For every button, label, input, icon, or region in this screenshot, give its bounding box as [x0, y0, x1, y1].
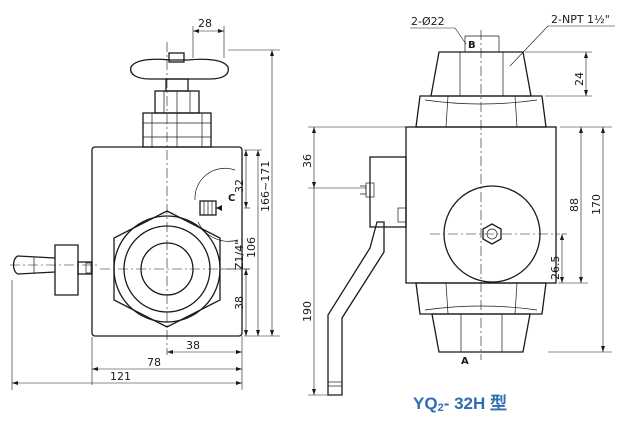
dim-32: 32 [233, 179, 246, 193]
port-a-label: A [461, 356, 469, 367]
dim-24: 24 [573, 72, 586, 86]
lever-arm [327, 221, 385, 396]
dim-88: 88 [568, 198, 581, 212]
thread-z14: Z1/4" [233, 240, 246, 270]
front-dimensions: 28 166~171 106 32 C Z1/4" 38 38 [11, 17, 280, 390]
handwheel [130, 58, 230, 80]
dim-26-5: 26.5 [549, 256, 562, 281]
dim-121: 121 [110, 370, 131, 383]
port-c-fitting [199, 200, 222, 216]
dim-36: 36 [301, 154, 314, 168]
model-title: YQ2- 32H 型 [413, 389, 507, 414]
dim-166-171: 166~171 [259, 161, 272, 212]
side-view [327, 30, 560, 396]
bottom-nut [431, 313, 531, 353]
lever-mount [369, 156, 407, 228]
bolt-holes-label: 2-Ø22 [411, 15, 445, 28]
side-lever [12, 244, 93, 296]
front-view [10, 42, 250, 355]
lower-hex [415, 282, 547, 315]
plug-hex-screw [482, 223, 502, 245]
port-c-label: C [228, 193, 235, 204]
dim-78: 78 [147, 356, 161, 369]
dim-190: 190 [301, 301, 314, 322]
valve-stem [165, 78, 189, 92]
side-dimensions: 2-Ø22 B 2-NPT 1½" 24 170 88 26.5 [301, 13, 615, 396]
handwheel-cap [168, 52, 185, 63]
port-b-label: B [468, 40, 476, 51]
dim-28-top: 28 [198, 17, 212, 30]
dim-106: 106 [245, 237, 258, 258]
dim-38-horizontal: 38 [186, 339, 200, 352]
npt-thread-label: 2-NPT 1½" [551, 13, 610, 26]
model-title-prefix: YQ [413, 394, 438, 413]
dim-38-vertical: 38 [233, 296, 246, 310]
model-title-sub: 2 [437, 402, 444, 414]
dim-170: 170 [590, 194, 603, 215]
model-title-suffix: - 32H 型 [443, 394, 507, 413]
